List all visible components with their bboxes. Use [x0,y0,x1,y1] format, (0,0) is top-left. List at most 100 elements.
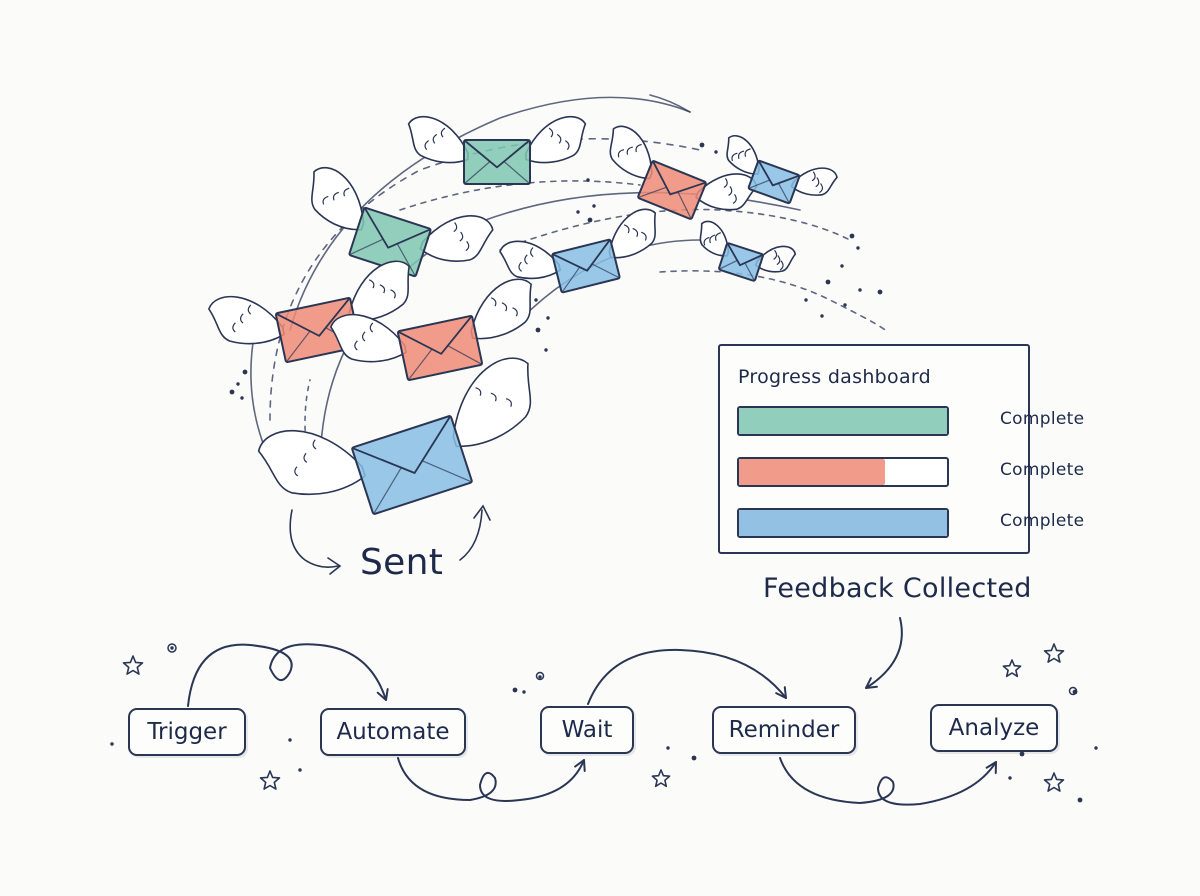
feather-line [641,231,647,241]
feather-line [247,304,252,315]
feather-line [501,302,508,312]
sparkle-dot [858,288,862,292]
sparkle-dot [522,690,526,694]
motion-line [399,180,641,211]
sparkle-dot [586,178,590,182]
sparkle-dot [576,210,580,214]
feather-line [744,148,751,157]
status-label-2: Complete [1000,460,1085,480]
feather-line [490,297,497,307]
wing-shape [699,220,730,257]
feather-line [565,140,570,151]
feather-line [728,186,733,196]
feather-line [303,452,308,463]
feather-line [390,289,396,299]
progress-fill-2 [739,459,885,485]
feather-line [714,232,721,241]
feather-line [459,231,464,242]
sparkle-dot [229,389,235,395]
sparkle-dot [512,687,518,693]
wing-shape [499,240,562,280]
envelope-body [637,160,707,220]
curved-arrow-icon [574,759,586,772]
winged-envelope-icon [499,208,657,294]
feather-line [354,340,358,351]
feather-line [776,255,781,266]
winged-envelope-icon [311,166,494,278]
wing-shape [470,278,532,340]
envelope-fold [637,186,692,220]
feather-line [819,183,823,194]
sparkle-dot [538,675,542,679]
star-icon [122,655,144,675]
envelope-flap [726,242,764,267]
feather-line [723,178,728,189]
feather-line [524,254,528,265]
progress-fill-1 [739,408,947,434]
star-icon [259,770,281,790]
envelope-flap [363,206,432,249]
feather-line [518,261,522,272]
sparkle-dot [535,327,541,333]
wing-shape [348,260,410,322]
sent-arrow-left [289,509,339,568]
sparkle-dot [242,369,248,375]
sparkle-dot [546,316,550,320]
feather-line [361,331,366,342]
envelope-flap [397,315,473,355]
envelope-flap [275,297,351,337]
flow-arrow [587,648,787,705]
envelope-fold [407,344,483,381]
feather-line [322,195,329,205]
curved-arrow-icon [775,686,787,699]
feather-line [737,150,745,160]
envelope-body [551,238,621,294]
sparkle-dot [534,298,538,302]
feather-line [343,187,350,197]
feather-line [811,171,816,182]
flow-arrow [187,643,387,707]
sparkle-dot [1008,776,1012,780]
flow-step-reminder: Reminder [712,706,856,754]
winged-envelope-icon [609,125,758,220]
feather-line [368,279,375,289]
feather-line [512,307,518,317]
sparkle-dot [1019,751,1025,757]
wing-shape [208,295,285,345]
feather-line [632,227,639,237]
sparkle-dot [544,348,548,352]
envelope-flap [351,415,452,474]
wing-shape [419,214,494,262]
sparkle-dot [825,279,831,285]
sparkle-dot [666,746,670,750]
feather-line [556,133,562,144]
flow-arrow [865,617,903,689]
star-icon [1002,659,1022,678]
feather-line [294,466,299,477]
motion-line [659,270,886,331]
wing-shape [609,125,653,180]
status-label-1: Complete [1000,409,1085,429]
flow-arrow [779,757,997,806]
feather-line [773,249,778,260]
star-icon [1043,772,1065,792]
feather-line [490,392,497,402]
wing-shape [695,173,758,211]
sparkle-dot [170,646,174,650]
sparkle-dot [843,303,847,307]
motion-line [499,208,851,251]
sparkle-dot [877,289,883,295]
progress-bar-1 [737,406,949,436]
winged-envelope-icon [208,260,410,363]
feather-line [440,127,446,138]
envelope-flap [757,159,801,187]
sparkle-dot [240,396,244,400]
sparkle-ring [167,643,177,653]
envelope-body [397,315,483,381]
feather-line [453,222,458,233]
envelope-body [718,242,764,282]
feather-line [732,193,737,204]
sparkle-dot [288,738,292,742]
flow-step-trigger: Trigger [128,708,246,756]
